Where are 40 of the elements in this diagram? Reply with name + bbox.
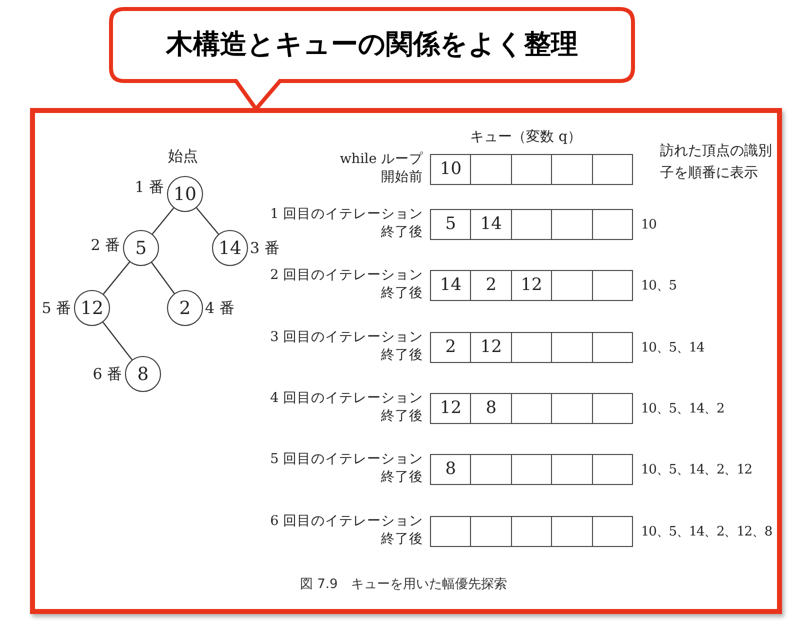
queue-cell: 8 bbox=[430, 454, 470, 485]
queue-cell: 12 bbox=[430, 393, 470, 424]
column-header: 訪れた頂点の識別子を順番に表示 bbox=[660, 142, 772, 183]
queue-cell: 8 bbox=[470, 393, 511, 424]
node-caption: 4 番 bbox=[205, 298, 234, 319]
bubble-title: 木構造とキューの関係をよく整理 bbox=[166, 28, 578, 62]
queue-cell: 14 bbox=[470, 209, 511, 240]
queue-cell: 12 bbox=[470, 332, 511, 363]
queue-cell: 12 bbox=[510, 270, 552, 301]
tree-edge bbox=[151, 262, 175, 294]
tree-edge bbox=[152, 208, 174, 234]
queue-cell: 2 bbox=[470, 270, 511, 301]
queue-cell: 14 bbox=[430, 270, 470, 301]
queue-cell: 2 bbox=[430, 332, 470, 363]
node-caption: 始点 bbox=[168, 146, 198, 167]
node-caption: 5 番 bbox=[42, 298, 71, 319]
node-caption: 2 番 bbox=[90, 234, 120, 256]
row-label: while ループ開始前 bbox=[338, 150, 423, 186]
tree-edge bbox=[196, 207, 219, 235]
node-caption: 3 番 bbox=[250, 238, 280, 259]
queue-cell: 5 bbox=[430, 209, 470, 240]
queue-cell: 10 bbox=[430, 154, 470, 185]
visited-list: 10、5、14、2 bbox=[641, 398, 724, 418]
row-label: 3 回目のイテレーション終了後 bbox=[269, 328, 423, 364]
row-label: 1 回目のイテレーション終了後 bbox=[269, 205, 423, 240]
visited-list: 10、5、14、2、12、8 bbox=[641, 522, 772, 542]
row-label: 4 回目のイテレーション終了後 bbox=[269, 389, 423, 425]
tree-edge bbox=[102, 262, 130, 294]
row-label: 2 回目のイテレーション終了後 bbox=[269, 266, 423, 302]
figure-caption: 図 7.9 キューを用いた幅優先探索 bbox=[300, 576, 507, 594]
visited-list: 10 bbox=[641, 214, 656, 234]
row-label: 5 回目のイテレーション終了後 bbox=[269, 450, 423, 486]
tree-edge bbox=[102, 322, 132, 360]
visited-list: 10、5、14、2、12 bbox=[641, 460, 752, 480]
visited-list: 10、5、14 bbox=[641, 338, 704, 358]
node-caption: 6 番 bbox=[92, 364, 122, 385]
column-header: キュー（変数 q） bbox=[470, 128, 582, 147]
row-label: 6 回目のイテレーション終了後 bbox=[269, 512, 423, 548]
visited-list: 10、5 bbox=[641, 276, 676, 296]
node-caption: 1 番 bbox=[134, 176, 164, 198]
